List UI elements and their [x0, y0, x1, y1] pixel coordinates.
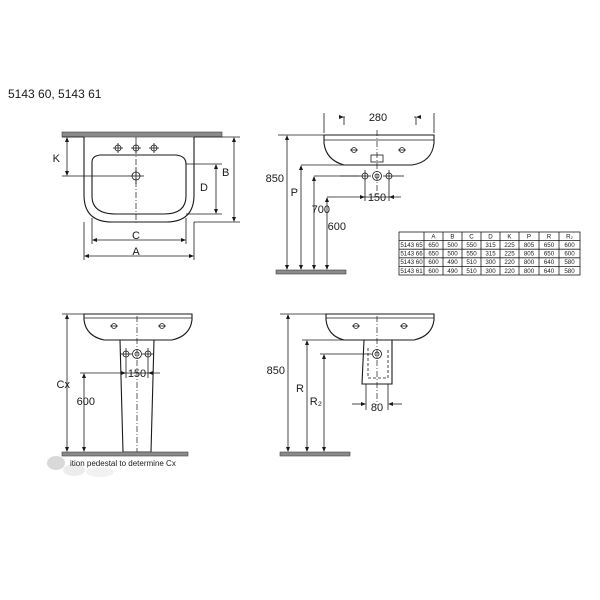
table-cell: 490 [447, 259, 458, 266]
table-cell: 650 [544, 251, 555, 258]
tap-hole-icon [352, 323, 360, 329]
pedestal-note: ition pedestal to determine Cx [70, 459, 176, 468]
table-cell: 300 [485, 268, 496, 275]
dim-r: R [296, 383, 304, 395]
floor-line [279, 451, 351, 457]
table-cell: 220 [504, 268, 515, 275]
table-cell: 5143 65 [400, 242, 423, 249]
table-header-cell: R [547, 233, 552, 240]
tap-hole-icon [350, 147, 358, 153]
table-cell: 300 [485, 259, 496, 266]
tap-hole-icon [398, 147, 406, 153]
watermark-logo [47, 456, 114, 477]
side-elevation-pedestal: 80 850 R R₂ [267, 313, 435, 457]
floor-line [61, 451, 189, 457]
supply-valve-icon [383, 170, 395, 182]
table-cell: 640 [544, 259, 555, 266]
tap-hole-icon [110, 323, 118, 329]
tap-hole-icon [113, 143, 123, 153]
dim-150-bottom: 150 [128, 368, 146, 380]
dim-280: 280 [369, 112, 387, 124]
supply-valve-icon [120, 348, 132, 360]
dim-c: C [132, 230, 140, 242]
table-header-cell: K [507, 233, 512, 240]
dim-150-top: 150 [368, 192, 386, 204]
table-header-cell: B [450, 233, 454, 240]
dim-cx: Cx [57, 379, 71, 391]
table-cell: 490 [447, 268, 458, 275]
supply-valve-icon [359, 170, 371, 182]
table-cell: 600 [428, 268, 439, 275]
dim-b: B [222, 167, 229, 179]
table-cell: 500 [447, 251, 458, 258]
table-cell: 225 [504, 251, 515, 258]
table-cell: 225 [504, 242, 515, 249]
table-cell: 550 [466, 242, 477, 249]
table-cell: 640 [544, 268, 555, 275]
supply-valve-icon [142, 348, 154, 360]
tap-hole-icon [158, 323, 166, 329]
dim-850-bottom: 850 [267, 365, 285, 377]
dim-k: K [53, 153, 61, 165]
table-header-cell: P [527, 233, 531, 240]
table-cell: 500 [447, 242, 458, 249]
table-cell: 600 [428, 259, 439, 266]
table-cell: 315 [485, 251, 496, 258]
table-cell: 650 [428, 251, 439, 258]
dim-600-top: 600 [328, 221, 346, 233]
table-cell: 800 [524, 259, 535, 266]
table-cell: 220 [504, 259, 515, 266]
table-header-cell: A [431, 233, 436, 240]
table-cell: 800 [524, 268, 535, 275]
table-header-cell: C [469, 233, 474, 240]
table-cell: 5143 61 [400, 268, 423, 275]
table-header-cell: D [488, 233, 493, 240]
table-cell: 5143 66 [400, 251, 423, 258]
table-header-cell: R₂ [566, 233, 573, 240]
dim-850-top: 850 [266, 173, 284, 185]
side-elevation: 280 150 850 P [266, 112, 435, 275]
dim-r2: R₂ [310, 396, 322, 408]
table-cell: 5143 60 [400, 259, 423, 266]
dim-700: 700 [312, 204, 330, 216]
dim-80: 80 [371, 402, 383, 414]
dim-p: P [291, 187, 298, 199]
table-cell: 580 [564, 259, 575, 266]
table-cell: 805 [524, 242, 535, 249]
front-elevation: 150 Cx 600 ition pedestal to determine C… [47, 313, 193, 477]
table-cell: 600 [564, 251, 575, 258]
tap-hole-icon [149, 143, 159, 153]
table-cell: 315 [485, 242, 496, 249]
dim-600-bottom: 600 [77, 396, 95, 408]
table-cell: 650 [544, 242, 555, 249]
floor-line [275, 269, 347, 275]
tap-hole-icon [400, 323, 408, 329]
table-cell: 650 [428, 242, 439, 249]
plan-view: K D B C A [53, 131, 240, 260]
dim-a: A [132, 246, 140, 258]
model-numbers: 5143 60, 5143 61 [8, 87, 102, 101]
table-cell: 580 [564, 268, 575, 275]
table-cell: 550 [466, 251, 477, 258]
dim-d: D [200, 182, 208, 194]
table-cell: 510 [466, 259, 477, 266]
table-cell: 805 [524, 251, 535, 258]
table-cell: 600 [564, 242, 575, 249]
table-cell: 510 [466, 268, 477, 275]
